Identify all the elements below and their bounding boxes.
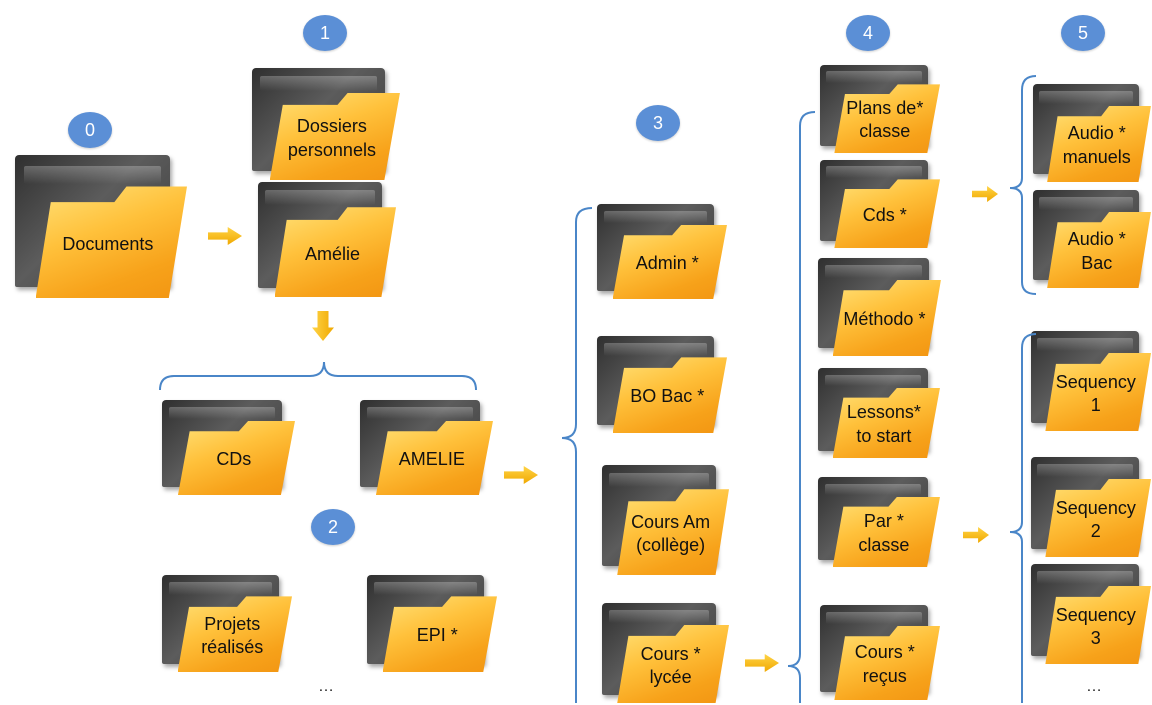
folder-label: Lessons* to start xyxy=(846,402,921,446)
folder-projets-realises[interactable]: Projets réalisés xyxy=(162,575,292,672)
folder-label: Sequency 1 xyxy=(1055,371,1136,415)
folder-plans-de-classe[interactable]: Plans de* classe xyxy=(820,65,940,153)
folder-label: Amélie xyxy=(305,243,361,264)
folder-label: CDs xyxy=(216,449,252,470)
folder-amelie[interactable]: Amélie xyxy=(258,182,396,297)
folder-label: Sequency 3 xyxy=(1055,604,1136,648)
folder-label: Méthodo * xyxy=(843,309,926,330)
folder-cds-level4[interactable]: Cds * xyxy=(820,160,940,248)
folder-methodo[interactable]: Méthodo * xyxy=(818,258,941,356)
folder-label: BO Bac * xyxy=(630,386,705,407)
folder-lessons-to-start[interactable]: Lessons* to start xyxy=(818,368,940,458)
level-badge-2: 2 xyxy=(311,509,355,545)
folder-label: Projets réalisés xyxy=(201,613,264,658)
folder-bo-bac[interactable]: BO Bac * xyxy=(597,336,727,433)
folder-sequency-3[interactable]: Sequency 3 xyxy=(1031,564,1151,664)
brace-level-5-audio xyxy=(1009,75,1037,295)
folder-label: Admin * xyxy=(635,253,699,274)
folder-cds[interactable]: CDs xyxy=(162,400,295,495)
level-badge-5: 5 xyxy=(1061,15,1105,51)
level-badge-0: 0 xyxy=(68,112,112,148)
folder-label: EPI * xyxy=(416,625,458,646)
more-folders-ellipsis: … xyxy=(1086,678,1102,695)
folder-audio-bac[interactable]: Audio * Bac xyxy=(1033,190,1151,288)
level-badge-4: 4 xyxy=(846,15,890,51)
folder-label: Cours * lycée xyxy=(640,643,701,687)
level-badge-3: 3 xyxy=(636,105,680,141)
folder-par-classe[interactable]: Par * classe xyxy=(818,477,940,567)
brace-level-5-sequency xyxy=(1009,333,1037,703)
folder-cours-lycee[interactable]: Cours * lycée xyxy=(602,603,729,703)
arrow-down-icon xyxy=(312,311,334,341)
brace-level-4 xyxy=(787,111,816,703)
folder-label: Audio * Bac xyxy=(1067,229,1126,273)
brace-level-3 xyxy=(561,207,593,703)
folder-label: Cours Am (collège) xyxy=(631,511,711,556)
brace-level-2 xyxy=(159,361,477,391)
more-folders-ellipsis: … xyxy=(318,678,334,695)
folder-amelie-caps[interactable]: AMELIE xyxy=(360,400,493,495)
folder-sequency-2[interactable]: Sequency 2 xyxy=(1031,457,1151,557)
folder-sequency-1[interactable]: Sequency 1 xyxy=(1031,331,1151,431)
folder-label: Cours * reçus xyxy=(854,642,915,686)
folder-label: Cds * xyxy=(862,204,907,225)
folder-label: Sequency 2 xyxy=(1055,497,1136,541)
folder-cours-am-college[interactable]: Cours Am (collège) xyxy=(602,465,729,575)
folder-label: Audio * manuels xyxy=(1062,123,1131,167)
folder-documents[interactable]: Documents xyxy=(15,155,187,298)
folder-label: Dossiers personnels xyxy=(287,116,376,160)
folder-dossiers-personnels[interactable]: Dossiers personnels xyxy=(252,68,400,180)
level-badge-1: 1 xyxy=(303,15,347,51)
folder-audio-manuels[interactable]: Audio * manuels xyxy=(1033,84,1151,182)
folder-admin[interactable]: Admin * xyxy=(597,204,727,299)
folder-cours-recus[interactable]: Cours * reçus xyxy=(820,605,940,700)
folder-label: Par * classe xyxy=(858,511,910,555)
folder-epi[interactable]: EPI * xyxy=(367,575,497,672)
folder-label: Plans de* classe xyxy=(846,98,924,142)
folder-label: AMELIE xyxy=(398,449,465,470)
folder-label: Documents xyxy=(62,234,154,255)
